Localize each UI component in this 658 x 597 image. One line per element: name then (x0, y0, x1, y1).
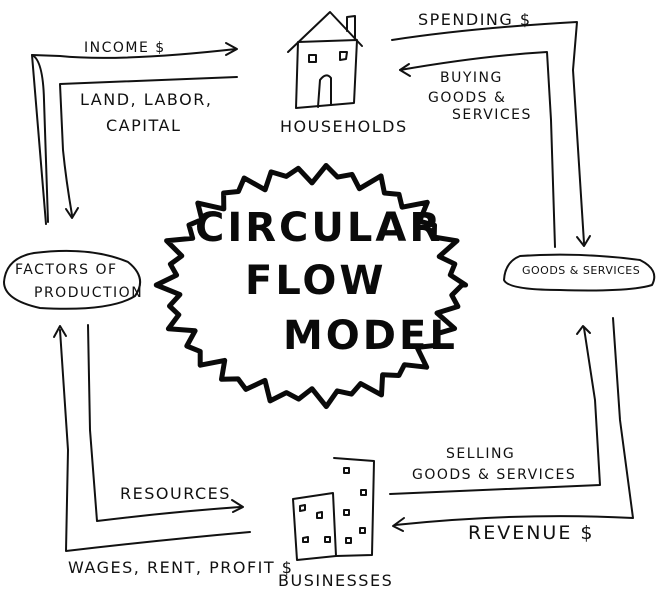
selling-label-line1: SELLING (446, 446, 516, 462)
land-labor-capital-label-line1: LAND, LABOR, (80, 90, 213, 109)
spending-label: SPENDING $ (418, 10, 532, 29)
revenue-label: REVENUE $ (468, 522, 595, 544)
income-label: INCOME $ (84, 40, 166, 56)
wages-arrowhead (53, 325, 67, 338)
income-flow-vertical (31, 54, 47, 225)
land-labor-capital-flow-line (59, 76, 238, 216)
goods-services-node-outline (503, 253, 656, 292)
households-label: HOUSEHOLDS (280, 117, 408, 136)
buying-arrowhead (399, 63, 411, 77)
buying-label-line1: BUYING (440, 70, 503, 86)
selling-arrowhead (576, 325, 591, 335)
factors-of-production-node-outline (3, 249, 142, 310)
buying-label-line2: GOODS & (428, 90, 507, 106)
resources-flow-line (87, 324, 241, 522)
spending-flow-line (391, 21, 585, 244)
factors-of-production-label-line2: PRODUCTION (34, 285, 144, 301)
revenue-arrowhead (392, 517, 405, 532)
title-line-2: FLOW (245, 258, 387, 304)
resources-arrowhead (231, 499, 244, 513)
buying-label-line3: SERVICES (452, 107, 532, 123)
wages-flow-line (59, 329, 251, 552)
buying-flow-line (399, 51, 556, 248)
selling-flow-line (389, 327, 601, 495)
title-line-3: MODEL (283, 313, 458, 359)
selling-label-line2: GOODS & SERVICES (412, 467, 577, 483)
income-flow-line (31, 48, 237, 223)
factors-of-production-label-line1: FACTORS OF (15, 262, 118, 278)
title-line-1: CIRCULAR (195, 205, 444, 251)
revenue-flow-line (394, 317, 634, 526)
title-burst-outline (153, 163, 469, 410)
land-labor-capital-label-line2: CAPITAL (106, 116, 182, 135)
resources-label: RESOURCES (120, 484, 231, 503)
businesses-label: BUSINESSES (278, 571, 394, 590)
income-arrowhead (225, 42, 238, 56)
land-labor-capital-arrowhead (65, 207, 79, 219)
house-icon (287, 11, 363, 109)
goods-services-label: GOODS & SERVICES (522, 264, 641, 277)
wages-rent-profit-label: WAGES, RENT, PROFIT $ (68, 558, 294, 577)
spending-arrowhead (576, 235, 591, 247)
buildings-icon (292, 457, 375, 561)
